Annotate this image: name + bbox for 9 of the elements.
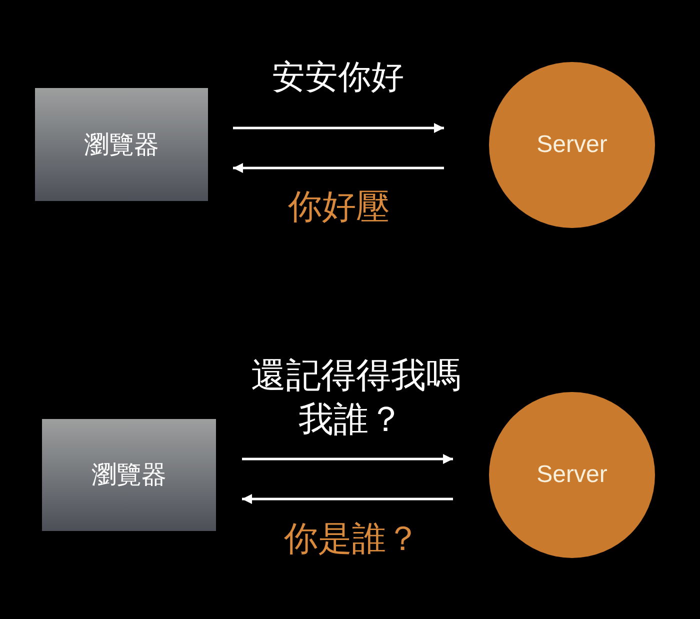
arrow — [242, 494, 453, 504]
node-label: 瀏覽器 — [92, 460, 166, 490]
node-label: 瀏覽器 — [84, 130, 159, 160]
node-label: Server — [536, 460, 608, 490]
arrow — [233, 163, 444, 173]
process-box — [35, 88, 208, 201]
process-box — [42, 419, 216, 531]
node-label: Server — [536, 130, 608, 160]
arrow — [242, 454, 453, 464]
